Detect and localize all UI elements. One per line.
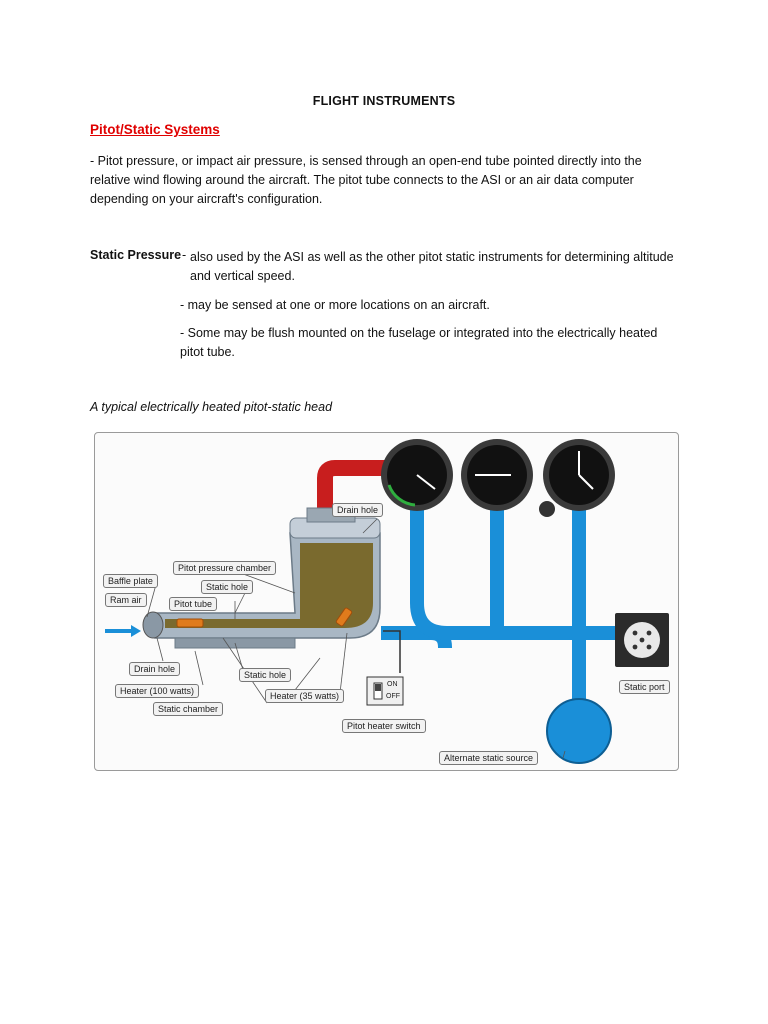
label-pitot-heater-switch: Pitot heater switch (342, 719, 426, 733)
pitot-static-diagram: Drain hole Pitot pressure chamber Baffle… (94, 432, 679, 771)
static-lines (381, 508, 643, 703)
static-pressure-line-1: also used by the ASI as well as the othe… (190, 250, 674, 283)
switch-off-label: OFF (386, 693, 400, 700)
label-ram-air: Ram air (105, 593, 147, 607)
intro-paragraph: - Pitot pressure, or impact air pressure… (90, 154, 642, 206)
section-heading: Pitot/Static Systems (90, 122, 220, 137)
static-pressure-line-2: - may be sensed at one or more locations… (180, 298, 490, 312)
label-static-hole-top: Static hole (201, 580, 254, 594)
vertical-speed-indicator-gauge (461, 439, 533, 511)
static-pressure-dash: - (182, 248, 187, 262)
label-heater-35: Heater (35 watts) (265, 689, 345, 703)
label-alternate-static-source: Alternate static source (439, 751, 539, 765)
document-title: FLIGHT INSTRUMENTS (312, 94, 456, 108)
figure-caption: A typical electrically heated pitot-stat… (90, 400, 333, 414)
diagram-artwork (105, 439, 669, 764)
label-static-chamber: Static chamber (153, 702, 224, 716)
alternate-static-source-knob (546, 698, 612, 764)
pitot-head-assembly (142, 507, 381, 649)
static-pressure-label: Static Pressure (90, 248, 182, 262)
label-static-port: Static port (619, 680, 670, 694)
airspeed-indicator-gauge (381, 439, 453, 511)
label-heater-100: Heater (100 watts) (115, 684, 200, 698)
label-pitot-tube: Pitot tube (169, 597, 218, 611)
label-pitot-pressure-chamber: Pitot pressure chamber (173, 561, 277, 575)
label-drain-hole-bottom: Drain hole (129, 662, 181, 676)
label-drain-hole-top: Drain hole (332, 503, 384, 517)
label-static-hole-bottom: Static hole (239, 668, 292, 682)
pitot-line (317, 460, 387, 508)
static-pressure-line-3: - Some may be flush mounted on the fusel… (180, 326, 658, 359)
label-baffle-plate: Baffle plate (103, 574, 158, 588)
pitot-heater-switch-body (366, 676, 404, 706)
heater-wire (383, 630, 401, 673)
leader-lines (146, 518, 566, 759)
switch-on-label: ON (387, 681, 398, 688)
altimeter-gauge (539, 439, 615, 517)
